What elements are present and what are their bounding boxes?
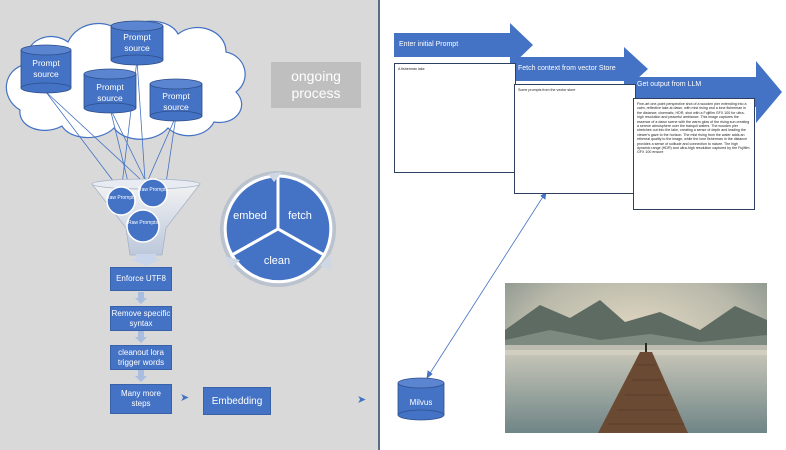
prompt-source-label-4: Prompt source <box>162 91 190 112</box>
source-connector-lines <box>45 59 177 191</box>
cycle-diagram <box>220 171 336 287</box>
raw-prompt-circle-1 <box>106 186 136 216</box>
generated-lake-image <box>505 283 767 433</box>
prompt-source-label-1: Prompt source <box>32 58 60 79</box>
pipeline-step1-label: Enter initial Prompt <box>399 41 459 48</box>
step-enforce-utf8: Enforce UTF8 <box>110 267 172 291</box>
pipeline-step2-label: Fetch context from vector Store <box>518 65 616 72</box>
step-many-more: Many more steps <box>110 384 172 414</box>
step-remove-syntax: Remove specific syntax <box>110 306 172 331</box>
prompt-source-cylinders <box>20 20 203 122</box>
step-down-arrows <box>135 292 147 382</box>
milvus-label: Milvus <box>409 398 433 407</box>
context-document-text: Some prompts from the vector store <box>518 88 576 92</box>
context-document: Some prompts from the vector store <box>514 84 636 194</box>
cycle-clean-label: clean <box>263 255 291 267</box>
funnel-down-arrow <box>130 254 162 266</box>
prompt-source-label-3: Prompt source <box>96 82 124 103</box>
llm-output-document: Fine-art one-point perspective shot of a… <box>633 98 755 210</box>
raw-prompt-label-1: Raw Prompts <box>106 195 137 201</box>
raw-prompt-label-2: Raw Prompts <box>138 187 169 193</box>
raw-prompt-label-3: Raw Prompts <box>128 220 159 226</box>
prompt-document-text: A fisherman lake <box>398 67 425 71</box>
prompt-source-label-2: Prompt source <box>123 32 151 53</box>
prompt-document: A fisherman lake <box>394 63 516 173</box>
cycle-embed-label: embed <box>233 210 267 222</box>
arrow-to-embedding-icon: ➤ <box>180 392 190 404</box>
step-cleanout-lora: cleanout lora trigger words <box>110 345 172 370</box>
raw-prompt-circle-2 <box>138 178 168 208</box>
ongoing-process-badge: ongoing process <box>271 62 361 108</box>
milvus-cylinder <box>397 377 445 421</box>
arrow-to-milvus-icon: ➤ <box>357 394 367 406</box>
embedding-box: Embedding <box>203 387 271 415</box>
cycle-fetch-label: fetch <box>288 210 312 222</box>
raw-prompt-circle-3 <box>126 209 160 243</box>
pipeline-step3-label: Get output from LLM <box>637 81 702 88</box>
llm-output-document-text: Fine-art one-point perspective shot of a… <box>637 102 750 155</box>
pipeline-arrows <box>394 23 782 123</box>
